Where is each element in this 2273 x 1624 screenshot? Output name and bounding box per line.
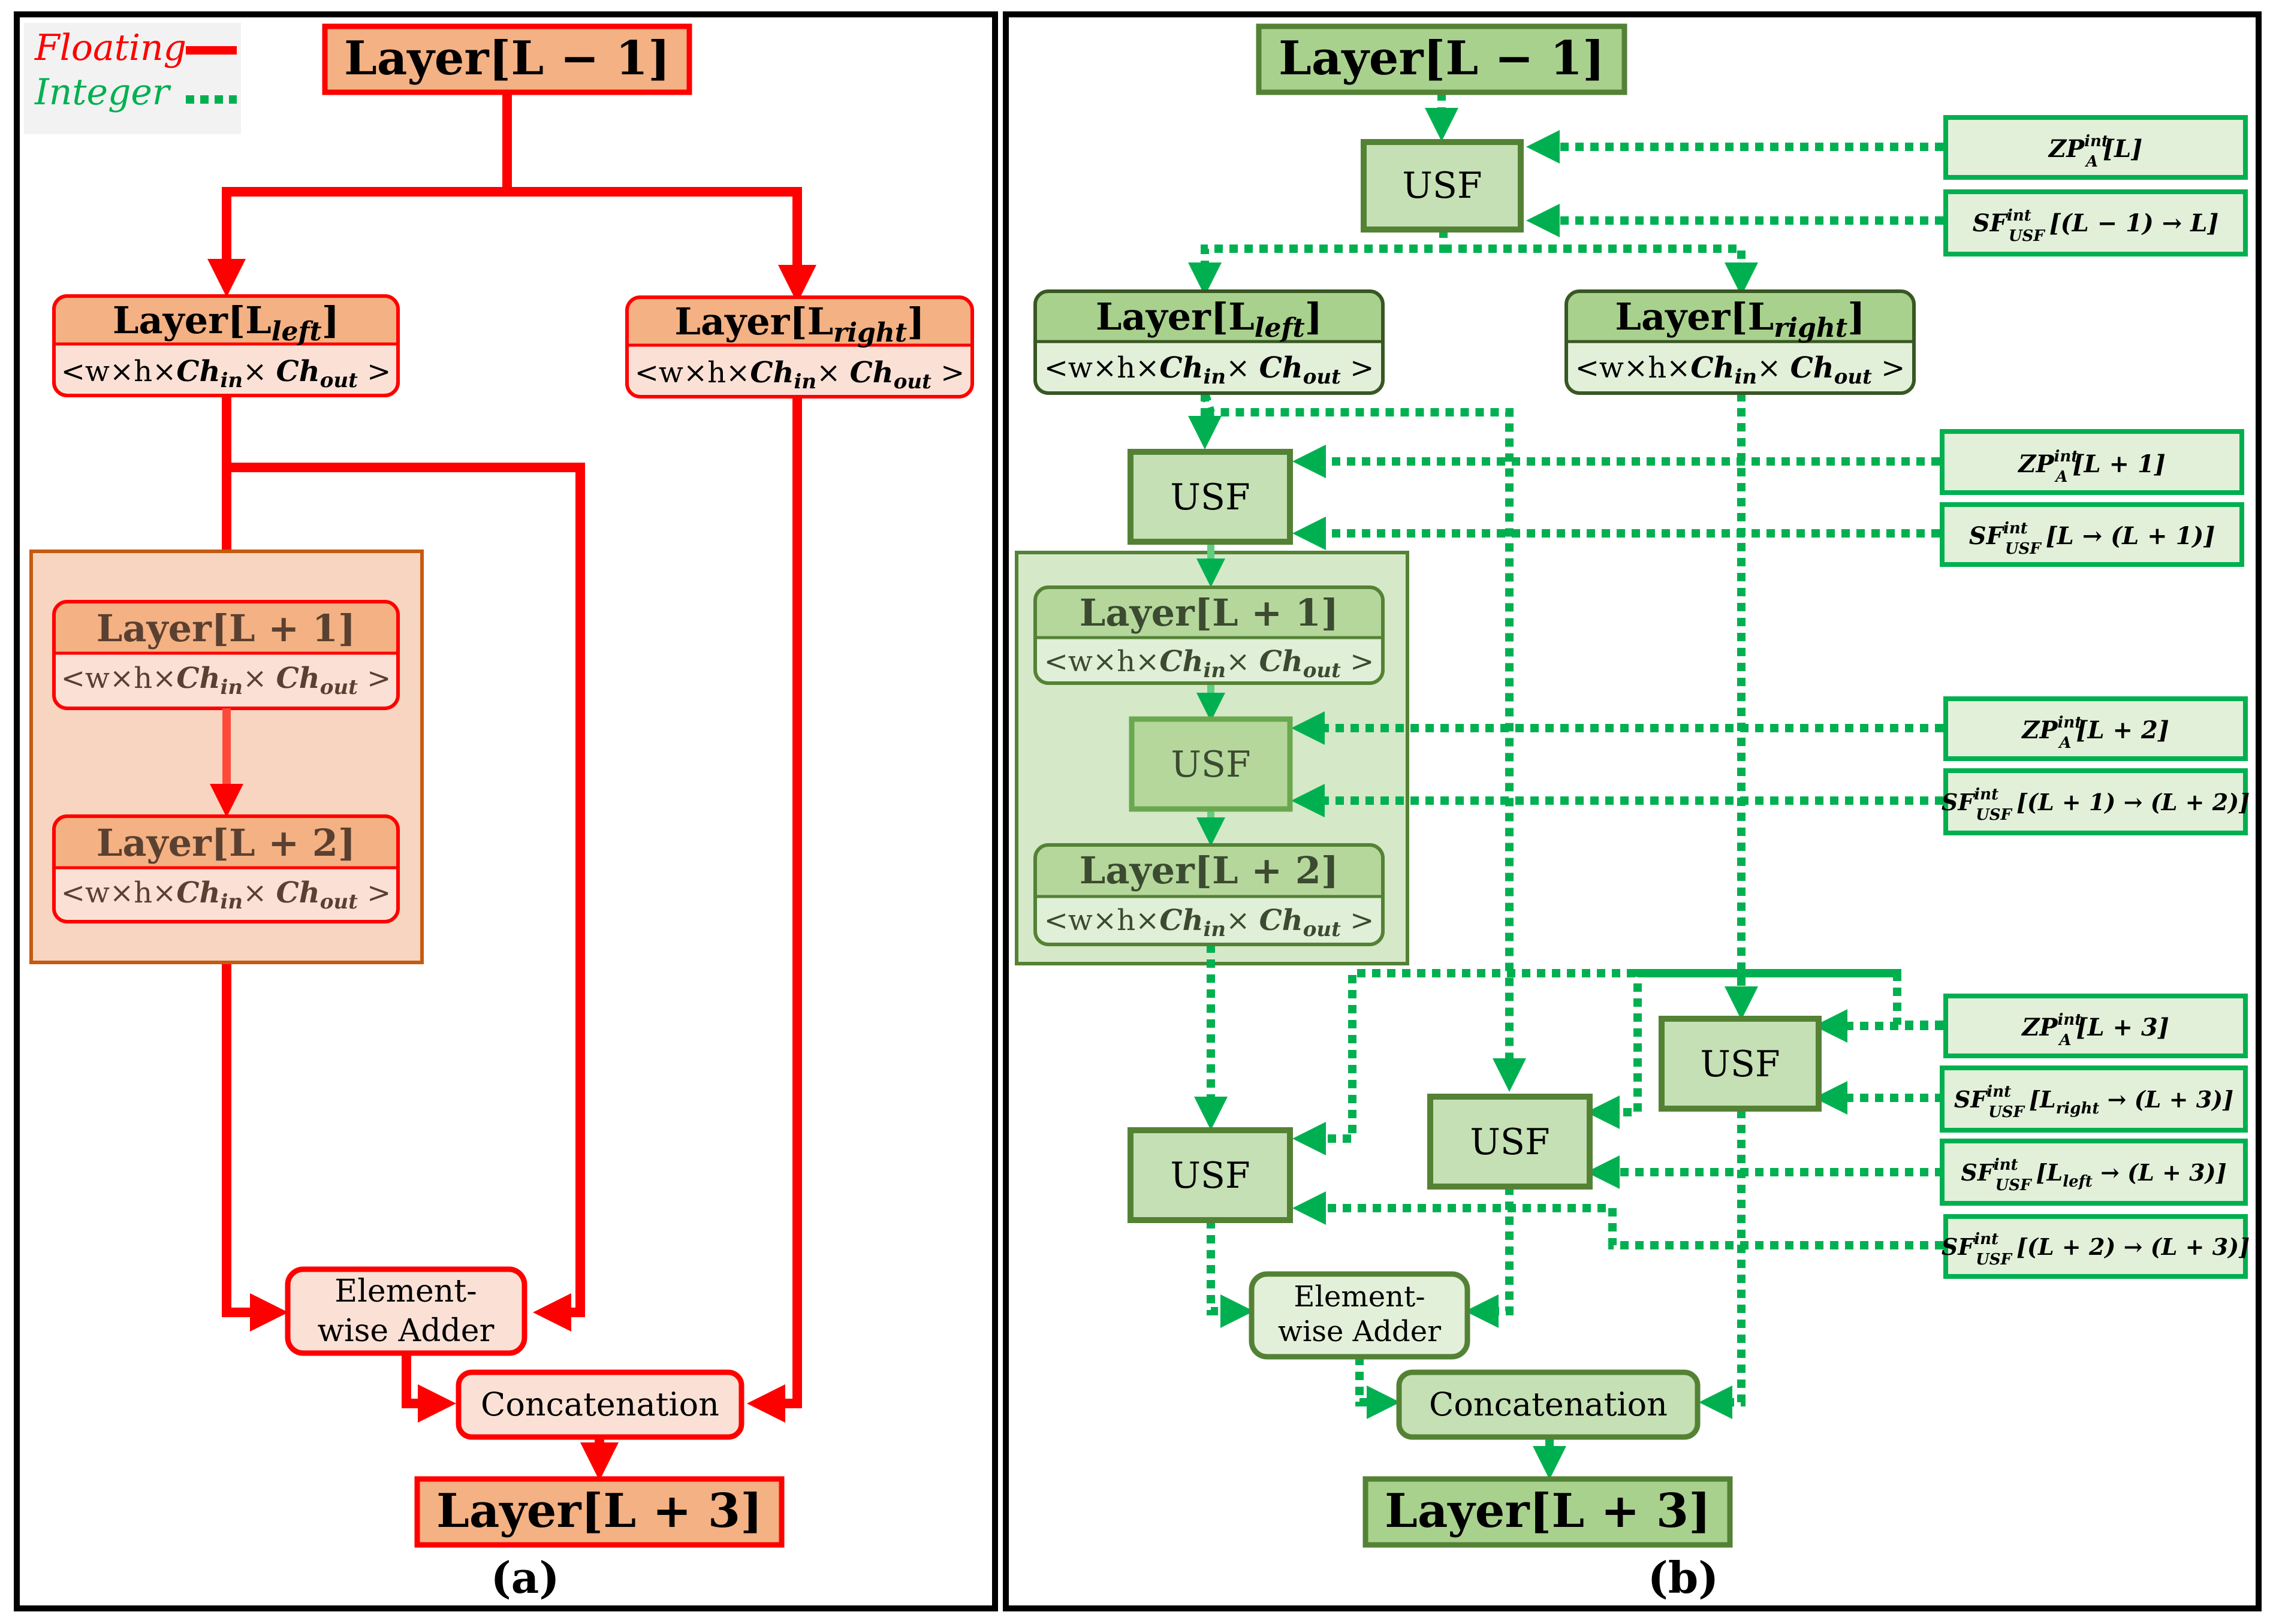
legend-floating-label: Floating <box>34 27 186 69</box>
svg-text:USF: USF <box>1700 1043 1780 1085</box>
b-right-layer: Layer[Lright] <w×h×Chin× Chout > <box>1564 289 1916 395</box>
a-connectors <box>207 92 816 1481</box>
svg-text:USF: USF <box>1470 1121 1550 1163</box>
svg-text:<w×h×Chin× Chout >: <w×h×Chin× Chout > <box>61 876 391 914</box>
a-concatenation: Concatenation <box>456 1369 744 1440</box>
svg-text:wise Adder: wise Adder <box>1278 1315 1441 1348</box>
svg-text:<w×h×Chin× Chout >: <w×h×Chin× Chout > <box>1044 904 1374 941</box>
a-layer-l2: Layer[L + 2] <w×h×Chin× Chout > <box>52 814 400 923</box>
svg-text:<w×h×Chin× Chout >: <w×h×Chin× Chout > <box>1044 351 1374 389</box>
a-left-layer: Layer[Lleft] <w×h×Chin× Chout > <box>52 294 400 397</box>
legend-integer-label: Integer <box>34 71 171 113</box>
svg-text:Layer[L − 1]: Layer[L − 1] <box>344 31 670 86</box>
svg-text:<w×h×Chin× Chout >: <w×h×Chin× Chout > <box>1044 645 1374 683</box>
b-input-layer: Layer[L − 1] <box>1256 23 1627 95</box>
a-right-layer: Layer[Lright] <w×h×Chin× Chout > <box>625 295 974 399</box>
svg-text:Layer[Lleft]: Layer[Lleft] <box>1096 295 1322 343</box>
svg-text:Element-: Element- <box>334 1273 477 1309</box>
svg-text:Layer[Lleft]: Layer[Lleft] <box>113 298 339 347</box>
svg-text:USF: USF <box>1171 744 1250 786</box>
b-left-layer: Layer[Lleft] <w×h×Chin× Chout > <box>1033 289 1385 395</box>
svg-text:Concatenation: Concatenation <box>481 1385 719 1423</box>
svg-text:wise Adder: wise Adder <box>318 1313 495 1349</box>
b-concatenation: Concatenation <box>1396 1369 1701 1440</box>
svg-text:<w×h×Chin× Chout >: <w×h×Chin× Chout > <box>61 662 391 699</box>
svg-text:<w×h×Chin× Chout >: <w×h×Chin× Chout > <box>1575 351 1906 389</box>
svg-text:USF: USF <box>1170 476 1250 518</box>
svg-text:Layer[L + 3]: Layer[L + 3] <box>1385 1484 1711 1538</box>
svg-text:<w×h×Chin× Chout >: <w×h×Chin× Chout > <box>61 355 391 393</box>
svg-text:Layer[L + 2]: Layer[L + 2] <box>97 821 355 865</box>
svg-text:Layer[L − 1]: Layer[L − 1] <box>1279 31 1605 86</box>
b-layer-l2: Layer[L + 2] <w×h×Chin× Chout > <box>1033 843 1385 946</box>
b-usf-l2-out: USF <box>1128 1127 1293 1223</box>
panel-b-label: (b) <box>1648 1552 1719 1603</box>
a-layer-l1: Layer[L + 1] <w×h×Chin× Chout > <box>52 600 400 710</box>
svg-text:Layer[L + 2]: Layer[L + 2] <box>1080 849 1339 892</box>
b-usf-skip: USF <box>1427 1094 1593 1190</box>
svg-text:USF: USF <box>1170 1155 1250 1197</box>
svg-text:Layer[L + 1]: Layer[L + 1] <box>1080 591 1339 635</box>
a-output-layer: Layer[L + 3] <box>414 1476 785 1548</box>
svg-text:Element-: Element- <box>1294 1280 1425 1314</box>
legend: Floating Integer <box>24 23 241 134</box>
b-output-layer: Layer[L + 3] <box>1362 1476 1733 1548</box>
svg-text:Concatenation: Concatenation <box>1429 1385 1668 1423</box>
b-usf-left: USF <box>1128 449 1293 545</box>
b-usf-input: USF <box>1361 139 1524 233</box>
svg-text:Layer[L + 3]: Layer[L + 3] <box>436 1484 762 1538</box>
svg-text:Layer[Lright]: Layer[Lright] <box>1615 295 1865 343</box>
b-elementwise-adder: Element- wise Adder <box>1249 1271 1470 1360</box>
b-usf-inner: USF <box>1129 716 1293 812</box>
svg-text:Layer[L + 1]: Layer[L + 1] <box>97 606 355 650</box>
a-elementwise-adder: Element- wise Adder <box>285 1266 527 1356</box>
panel-a-label: (a) <box>491 1552 560 1603</box>
svg-text:USF: USF <box>1402 165 1482 207</box>
a-input-layer: Layer[L − 1] <box>322 23 692 95</box>
svg-text:<w×h×Chin× Chout >: <w×h×Chin× Chout > <box>635 356 965 394</box>
b-connectors <box>1188 92 1943 1419</box>
b-usf-right: USF <box>1659 1016 1822 1112</box>
svg-text:Layer[Lright]: Layer[Lright] <box>674 300 924 348</box>
b-layer-l1: Layer[L + 1] <w×h×Chin× Chout > <box>1033 585 1385 685</box>
